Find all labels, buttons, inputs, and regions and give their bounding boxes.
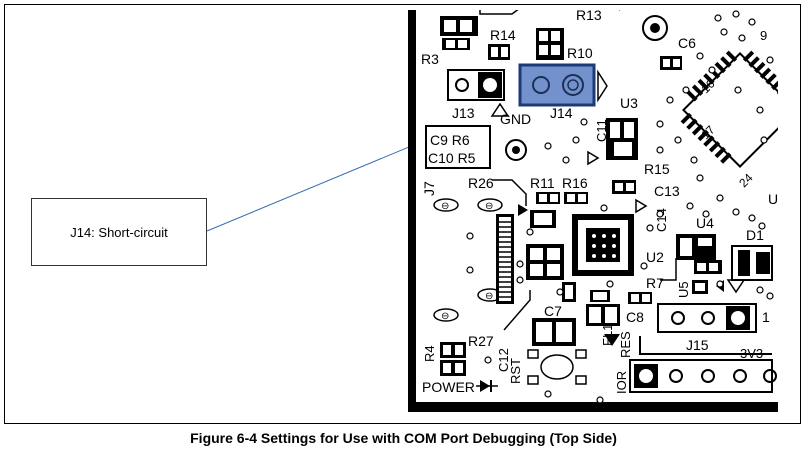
label-r4: R4 [422,345,437,362]
connector-j14 [518,63,596,107]
figure-caption: Figure 6-4 Settings for Use with COM Por… [190,430,617,446]
label-gnd: GND [500,111,531,127]
label-c12: C12 [496,348,511,372]
label-r11: R11 [530,175,555,191]
label-r7: R7 [646,275,664,291]
label-c10r5: C10 R5 [428,150,476,166]
label-r16: R16 [562,175,588,191]
label-c7: C7 [544,303,562,319]
connector-j13 [447,69,505,101]
label-j15: J15 [686,337,709,353]
component-top-pads [440,16,478,50]
label-d1: D1 [746,227,764,243]
label-c6: C6 [678,35,696,51]
label-u-edge: U [768,191,778,207]
figure-frame [4,4,801,424]
label-r26: R26 [468,175,494,191]
label-c11: C11 [594,119,609,142]
chip-rotated-qfp [680,50,778,168]
label-j7: J7 [421,181,437,196]
header-pins [657,303,757,333]
label-u3: U3 [620,95,638,111]
svg-text:⊖: ⊖ [485,201,493,212]
chip-u2 [572,214,634,276]
svg-text:⊖: ⊖ [441,311,449,322]
label-power: POWER [422,379,475,395]
label-r15: R15 [644,161,670,177]
label-r3: R3 [421,51,439,67]
connector-j15 [629,359,777,393]
label-rst: RST [508,358,523,384]
label-pin9: 9 [760,28,767,43]
connector-j7 [496,214,514,304]
label-u4: U4 [696,215,714,231]
label-res: RES [618,331,633,358]
label-r14: R14 [490,27,516,43]
via-dots [466,10,774,404]
callout-label: J14: Short-circuit [70,224,168,240]
label-r10: R10 [567,45,593,61]
label-c8: C8 [626,309,644,325]
label-ior: IOR [614,371,629,394]
label-c13: C13 [654,183,680,199]
callout-box: J14: Short-circuit [31,198,207,266]
label-c9r6: C9 R6 [430,132,470,148]
label-u2: U2 [646,249,664,265]
switch-rst [527,349,587,385]
svg-text:⊖: ⊖ [441,201,449,212]
label-pin1: 1 [762,309,770,325]
svg-text:⊖: ⊖ [485,291,493,302]
label-j13: J13 [452,105,475,121]
pcb-silkscreen: R3 R14 R13 R10 C6 J13 GND J14 U3 C11 C9 … [408,10,778,412]
label-r13: R13 [576,10,602,23]
label-u5: U5 [676,281,691,298]
label-r27: R27 [468,333,494,349]
label-j14: J14 [550,105,573,121]
